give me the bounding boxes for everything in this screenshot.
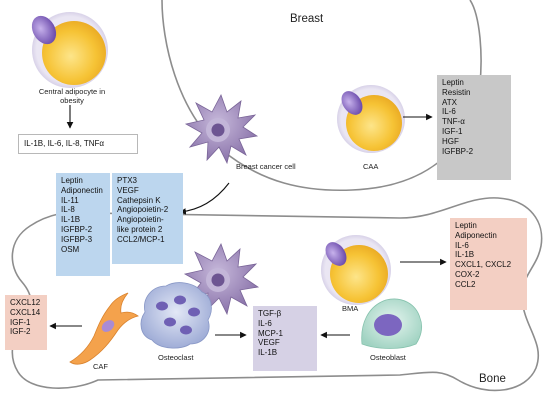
osteoblast-cell xyxy=(361,298,423,349)
cancer-factor: IGFBP-3 xyxy=(61,234,93,244)
cancer-factor: IL-8 xyxy=(61,205,75,215)
bma-factor: Leptin xyxy=(455,221,477,230)
bone-factor: MCP-1 xyxy=(258,328,283,338)
bma-factor: IL-6 xyxy=(455,240,469,250)
bma-factor: IL-1B xyxy=(455,250,475,260)
caf-factor: IGF-1 xyxy=(10,317,31,327)
caa-factor: TNF-α xyxy=(442,117,465,127)
breast-cancer-cell-lower xyxy=(183,243,260,316)
cancer-factor: Cathepsin K xyxy=(117,195,161,205)
cancer-factor: CCL2/MCP-1 xyxy=(117,234,165,244)
caf-factor: CXCL12 xyxy=(10,298,41,307)
cancer-factor: Leptin xyxy=(61,176,83,185)
bma-label: BMA xyxy=(342,304,359,313)
cancer-factors-box-right: PTX3 VEGF Cathepsin K Angiopoietin-2 Ang… xyxy=(112,173,183,264)
bma-factor: CXCL1, CXCL2 xyxy=(455,260,512,270)
breast-tissue-outline xyxy=(161,0,482,192)
central-adipocyte-cell xyxy=(31,12,108,88)
cancer-factor: like protein 2 xyxy=(117,225,163,235)
cancer-factors-box-left: Leptin Adiponectin IL-11 IL-8 IL-1B IGFB… xyxy=(56,173,110,276)
caa-factor: HGF xyxy=(442,136,459,146)
bone-factor: IL-6 xyxy=(258,318,272,328)
bma-factors-box: Leptin Adiponectin IL-6 IL-1B CXCL1, CXC… xyxy=(450,218,527,310)
osteoclast-label: Osteoclast xyxy=(158,353,194,362)
cancer-factor: Angiopoietin- xyxy=(117,215,164,225)
bma-factor: Adiponectin xyxy=(455,230,497,240)
cancer-factor: VEGF xyxy=(117,185,139,195)
caa-factor: Leptin xyxy=(442,78,464,87)
cancer-factor: IL-1B xyxy=(61,215,81,225)
caa-factor: ATX xyxy=(442,97,457,107)
caf-factors-box: CXCL12 CXCL14 IGF-1 IGF-2 xyxy=(5,295,47,350)
caa-factor: Resistin xyxy=(442,87,471,97)
bone-region-title: Bone xyxy=(479,373,506,385)
caa-factor: IGF-1 xyxy=(442,127,463,137)
caa-label: CAA xyxy=(363,162,379,171)
caa-cell xyxy=(337,85,405,153)
cancer-factor: IGFBP-2 xyxy=(61,225,93,235)
osteoclast-cell xyxy=(140,282,212,349)
breast-cancer-cell-upper xyxy=(184,94,259,165)
bma-factor: CCL2 xyxy=(455,279,476,289)
central-adipocyte-label: Central adipocyte in obesity xyxy=(38,87,106,105)
bone-factor: TGF-β xyxy=(258,309,282,318)
bma-factor: COX-2 xyxy=(455,270,480,280)
cancer-factor: IL-11 xyxy=(61,195,79,205)
caa-factor: IGFBP-2 xyxy=(442,146,474,156)
bone-factor: VEGF xyxy=(258,338,280,348)
cancer-factor: PTX3 xyxy=(117,176,138,185)
osteoblast-label: Osteoblast xyxy=(370,353,406,362)
caa-factor: IL-6 xyxy=(442,107,456,117)
cancer-factor: Adiponectin xyxy=(61,185,103,195)
caf-label: CAF xyxy=(93,362,108,371)
cancer-factor: OSM xyxy=(61,244,80,254)
breast-region-title: Breast xyxy=(290,13,324,25)
caf-factor: IGF-2 xyxy=(10,327,31,337)
cancer-factor: Angiopoietin-2 xyxy=(117,205,169,215)
bone-outline xyxy=(11,197,543,392)
caf-factor: CXCL14 xyxy=(10,307,41,317)
bma-cell xyxy=(321,235,391,305)
breast-cancer-cell-label: Breast cancer cell xyxy=(236,162,296,171)
obesity-factors-box: IL-1B, IL-6, IL-8, TNFα xyxy=(18,134,138,154)
bone-factor: IL-1B xyxy=(258,348,278,358)
obesity-factors-text: IL-1B, IL-6, IL-8, TNFα xyxy=(24,139,105,148)
caa-factors-box: Leptin Resistin ATX IL-6 TNF-α IGF-1 HGF… xyxy=(437,75,511,180)
bone-factors-box: TGF-β IL-6 MCP-1 VEGF IL-1B xyxy=(253,306,317,371)
caf-cell xyxy=(69,292,139,365)
arrow-breast-to-bone xyxy=(179,182,230,215)
